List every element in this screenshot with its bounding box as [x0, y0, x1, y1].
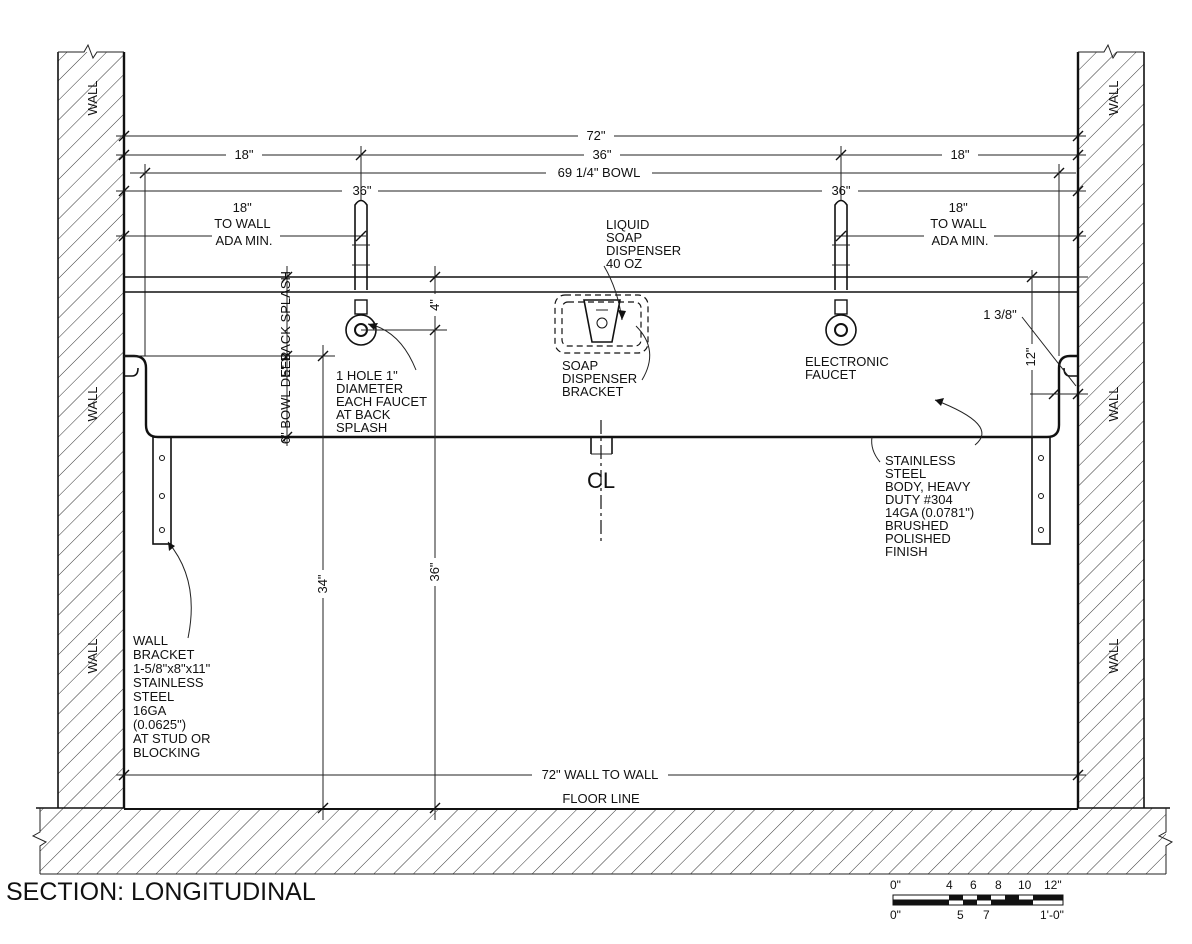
leader-lines	[167, 265, 983, 639]
left-wall-label-top: WALL	[85, 81, 100, 116]
dim-wall-to-wall: 72" WALL TO WALL	[542, 767, 659, 782]
soap-dispenser	[554, 294, 649, 354]
right-wall-label-middle: WALL	[1106, 387, 1121, 422]
dim-faucet-right-height: 36"	[831, 183, 850, 198]
note-stainless-body: STAINLESS STEEL BODY, HEAVY DUTY #304 14…	[885, 453, 978, 559]
dim-faucet-left-height: 36"	[352, 183, 371, 198]
scale-top-8: 8	[995, 878, 1002, 892]
note-ada-right: 18" TO WALL ADA MIN.	[930, 200, 990, 248]
right-wall-label-bottom: WALL	[1106, 639, 1121, 674]
note-electronic-faucet: ELECTRONIC FAUCET	[805, 354, 892, 382]
centerline-symbol: CL	[587, 468, 615, 493]
right-faucet	[825, 199, 857, 346]
left-wall-label-middle: WALL	[85, 387, 100, 422]
scale-top-4: 4	[946, 878, 953, 892]
left-faucet	[345, 199, 377, 346]
note-faucet-hole: 1 HOLE 1" DIAMETER EACH FAUCET AT BACK S…	[336, 368, 430, 435]
dim-bowl: 69 1/4" BOWL	[558, 165, 641, 180]
dim-rim-height: 34"	[315, 574, 330, 593]
dim-center-span: 36"	[592, 147, 611, 162]
dim-side-height: 12"	[1023, 347, 1038, 366]
floor	[31, 807, 1174, 875]
dim-right-offset: 18"	[950, 147, 969, 162]
dim-bowl-depth: 6" BOWL DEEP	[278, 352, 293, 444]
floor-line-label: FLOOR LINE	[562, 791, 640, 806]
scale-bar	[892, 894, 1064, 906]
dimension-lines-top	[116, 128, 1086, 356]
scale-bottom-7: 7	[983, 908, 990, 922]
dim-overall: 72"	[586, 128, 605, 143]
drawing-title: SECTION: LONGITUDINAL	[6, 878, 316, 906]
scale-bottom-0: 0"	[890, 908, 901, 922]
note-soap-bracket: SOAP DISPENSER BRACKET	[562, 358, 641, 399]
dim-rim-return: 1 3/8"	[983, 307, 1017, 322]
dim-faucet-above-bowl: 4"	[427, 299, 442, 311]
dim-backsplash-height: 5" BACK SPLASH	[278, 271, 293, 377]
scale-top-10: 10	[1018, 878, 1032, 892]
scale-bottom-1ft: 1'-0"	[1040, 908, 1064, 922]
scale-bottom-5: 5	[957, 908, 964, 922]
backsplash	[124, 276, 1078, 293]
right-wall-label-top: WALL	[1106, 81, 1121, 116]
scale-top-12: 12"	[1044, 878, 1062, 892]
dimension-lines-vertical	[116, 266, 1088, 820]
note-ada-left: 18" TO WALL ADA MIN.	[214, 200, 274, 248]
leader-arrows	[168, 310, 944, 551]
right-wall-bracket	[1031, 436, 1051, 545]
left-wall	[57, 43, 126, 808]
left-wall-label-bottom: WALL	[85, 639, 100, 674]
dim-left-offset: 18"	[234, 147, 253, 162]
scale-top-0: 0"	[890, 878, 901, 892]
scale-top-6: 6	[970, 878, 977, 892]
note-soap-dispenser: LIQUID SOAP DISPENSER 40 OZ	[606, 217, 685, 271]
left-wall-bracket	[152, 436, 172, 545]
note-wall-bracket: WALL BRACKET 1-5/8"x8"x11" STAINLESS STE…	[133, 633, 214, 760]
right-wall	[1076, 43, 1145, 808]
dim-faucet-floor-height: 36"	[427, 562, 442, 581]
